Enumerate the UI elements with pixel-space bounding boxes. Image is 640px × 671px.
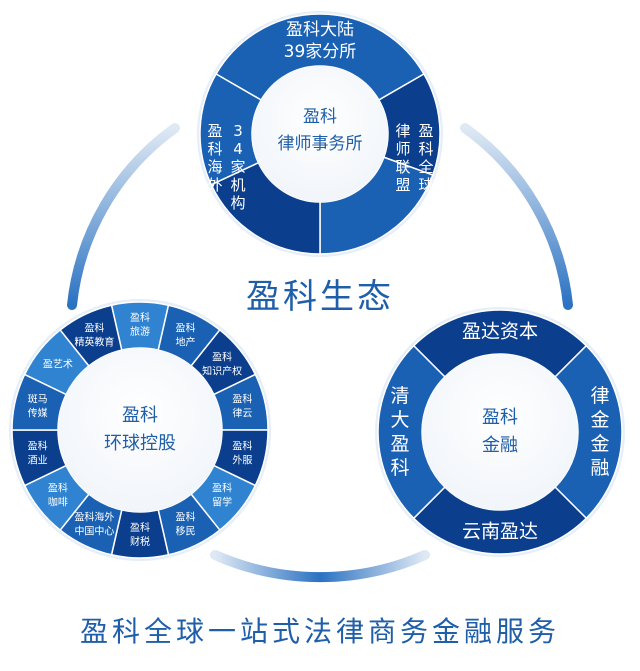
top-segment-left-col1: 盈科海外 — [207, 122, 222, 194]
right-ring-center — [422, 354, 578, 510]
left-segment-3-line1: 盈科 — [232, 393, 252, 406]
left-segment-0-line2: 旅游 — [130, 325, 150, 338]
left-segment-9-line1: 盈科 — [48, 481, 68, 494]
right-segment-left-label: 清大盈科 — [390, 385, 409, 479]
left-center-line2: 环球控股 — [104, 433, 176, 454]
left-segment-13-line1: 盈科 — [84, 321, 104, 334]
right-segment-top-label: 盈达资本 — [462, 321, 538, 343]
left-segment-6-line2: 移民 — [176, 525, 196, 538]
top-center-line2: 律师事务所 — [278, 134, 363, 154]
left-ring-center — [58, 348, 222, 512]
left-segment-1-line2: 地产 — [176, 335, 196, 348]
left-segment-6-line1: 盈科 — [176, 511, 196, 524]
top-segment-mainland-line2: 39家分所 — [284, 42, 357, 62]
top-segment-mainland-line1: 盈科大陆 — [286, 20, 354, 40]
top-center-line1: 盈科 — [303, 107, 337, 127]
left-segment-7-line2: 财税 — [130, 535, 150, 548]
left-segment-2-line2: 知识产权 — [202, 365, 242, 378]
arc-right — [460, 123, 573, 310]
left-segment-2-line1: 盈科 — [212, 351, 232, 364]
left-segment-5-line1: 盈科 — [212, 481, 232, 494]
right-segment-bottom-label: 云南盈达 — [462, 521, 538, 543]
left-segment-9-line2: 咖啡 — [48, 496, 68, 508]
left-segment-0-line1: 盈科 — [130, 311, 150, 324]
left-segment-10-line1: 盈科 — [28, 439, 48, 452]
left-segment-11-line1: 斑马 — [28, 393, 48, 406]
right-segment-right-label: 律金金融 — [590, 385, 609, 479]
ecosystem-title: 盈科生态 — [246, 277, 394, 317]
left-segment-13-line2: 精英教育 — [74, 335, 114, 348]
top-segment-right-col2: 盈科全球 — [418, 122, 433, 194]
ring-global-holdings: 盈科旅游盈科地产盈科知识产权盈科律云盈科外服盈科留学盈科移民盈科财税盈科海外中国… — [9, 299, 271, 561]
left-segment-7-line1: 盈科 — [130, 521, 150, 534]
arc-bottom — [210, 550, 430, 583]
left-segment-3-line2: 律云 — [232, 407, 252, 420]
left-segment-10-line2: 酒业 — [28, 454, 48, 466]
left-segment-5-line2: 留学 — [212, 495, 232, 508]
left-segment-4-line2: 外服 — [232, 454, 252, 466]
right-center-line2: 金融 — [482, 435, 518, 456]
arc-left — [67, 123, 180, 310]
left-center-line1: 盈科 — [122, 405, 158, 426]
left-segment-1-line1: 盈科 — [176, 321, 196, 334]
left-segment-11-line2: 传媒 — [28, 408, 48, 420]
left-segment-8-line1: 盈科海外 — [74, 511, 114, 524]
left-segment-8-line2: 中国中心 — [74, 525, 114, 538]
right-center-line1: 盈科 — [482, 407, 518, 428]
top-segment-right-col1: 律师联盟 — [395, 122, 410, 194]
top-ring-center — [252, 66, 388, 202]
left-segment-12-line1: 盈艺术 — [43, 359, 73, 371]
left-segment-4-line1: 盈科 — [232, 439, 252, 452]
connecting-arcs — [67, 123, 573, 583]
footer-slogan: 盈科全球一站式法律商务金融服务 — [79, 615, 560, 648]
